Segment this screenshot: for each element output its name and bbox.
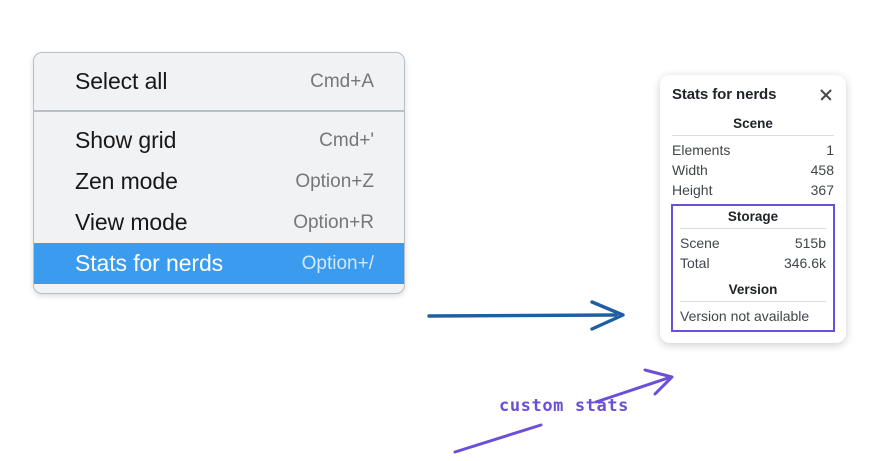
menu-item-label: Zen mode <box>75 168 178 194</box>
close-icon[interactable] <box>818 87 834 103</box>
menu-item-label: View mode <box>75 209 188 235</box>
stat-row: Total 346.6k <box>680 253 826 273</box>
context-menu[interactable]: Select all Cmd+A Show grid Cmd+' Zen mod… <box>33 52 405 294</box>
menu-item-show-grid[interactable]: Show grid Cmd+' <box>34 120 404 161</box>
handwritten-note: custom stats <box>499 396 630 416</box>
blue-arrow <box>427 300 625 331</box>
panel-title: Stats for nerds <box>672 86 777 103</box>
menu-item-zen-mode[interactable]: Zen mode Option+Z <box>34 161 404 202</box>
menu-group-2: Show grid Cmd+' Zen mode Option+Z View m… <box>34 110 404 284</box>
stats-for-nerds-panel: Stats for nerds Scene Elements 1 Width 4… <box>660 75 846 343</box>
custom-stats-section: Storage Scene 515b Total 346.6k Version … <box>671 204 835 332</box>
menu-item-label: Stats for nerds <box>75 250 224 276</box>
menu-item-shortcut: Cmd+' <box>319 129 374 151</box>
stat-value: 346.6k <box>783 255 826 271</box>
menu-item-shortcut: Option+/ <box>301 252 374 274</box>
stat-row: Width 458 <box>672 160 834 180</box>
stat-row: Height 367 <box>672 180 834 200</box>
menu-item-label: Select all <box>75 68 168 94</box>
menu-item-select-all[interactable]: Select all Cmd+A <box>34 61 404 102</box>
stat-row: Scene 515b <box>680 233 826 253</box>
stat-value: 458 <box>810 162 834 178</box>
version-section-heading: Version <box>728 282 778 297</box>
menu-item-label: Show grid <box>75 127 177 153</box>
menu-group-1: Select all Cmd+A <box>34 61 404 110</box>
stat-key: Height <box>672 182 713 198</box>
menu-item-shortcut: Cmd+A <box>310 70 374 92</box>
menu-item-shortcut: Option+R <box>293 211 374 233</box>
menu-item-stats-for-nerds[interactable]: Stats for nerds Option+/ <box>34 243 404 284</box>
panel-header: Stats for nerds <box>672 86 834 103</box>
stat-key: Scene <box>680 235 720 251</box>
scene-section: Scene Elements 1 Width 458 Height 367 <box>672 115 834 200</box>
stat-row: Elements 1 <box>672 140 834 160</box>
stat-key: Width <box>672 162 708 178</box>
stat-value: 1 <box>826 142 834 158</box>
purple-underline-stroke <box>453 423 543 454</box>
version-divider <box>680 301 826 302</box>
scene-divider <box>672 135 834 136</box>
stat-key: Elements <box>672 142 731 158</box>
stat-value: 367 <box>810 182 834 198</box>
storage-divider <box>680 228 826 229</box>
stat-value: 515b <box>794 235 826 251</box>
menu-item-shortcut: Option+Z <box>295 170 374 192</box>
storage-section-heading: Storage <box>727 209 779 224</box>
stat-key: Total <box>680 255 710 271</box>
version-text: Version not available <box>680 308 810 324</box>
scene-section-heading: Scene <box>733 116 773 131</box>
menu-item-view-mode[interactable]: View mode Option+R <box>34 202 404 243</box>
